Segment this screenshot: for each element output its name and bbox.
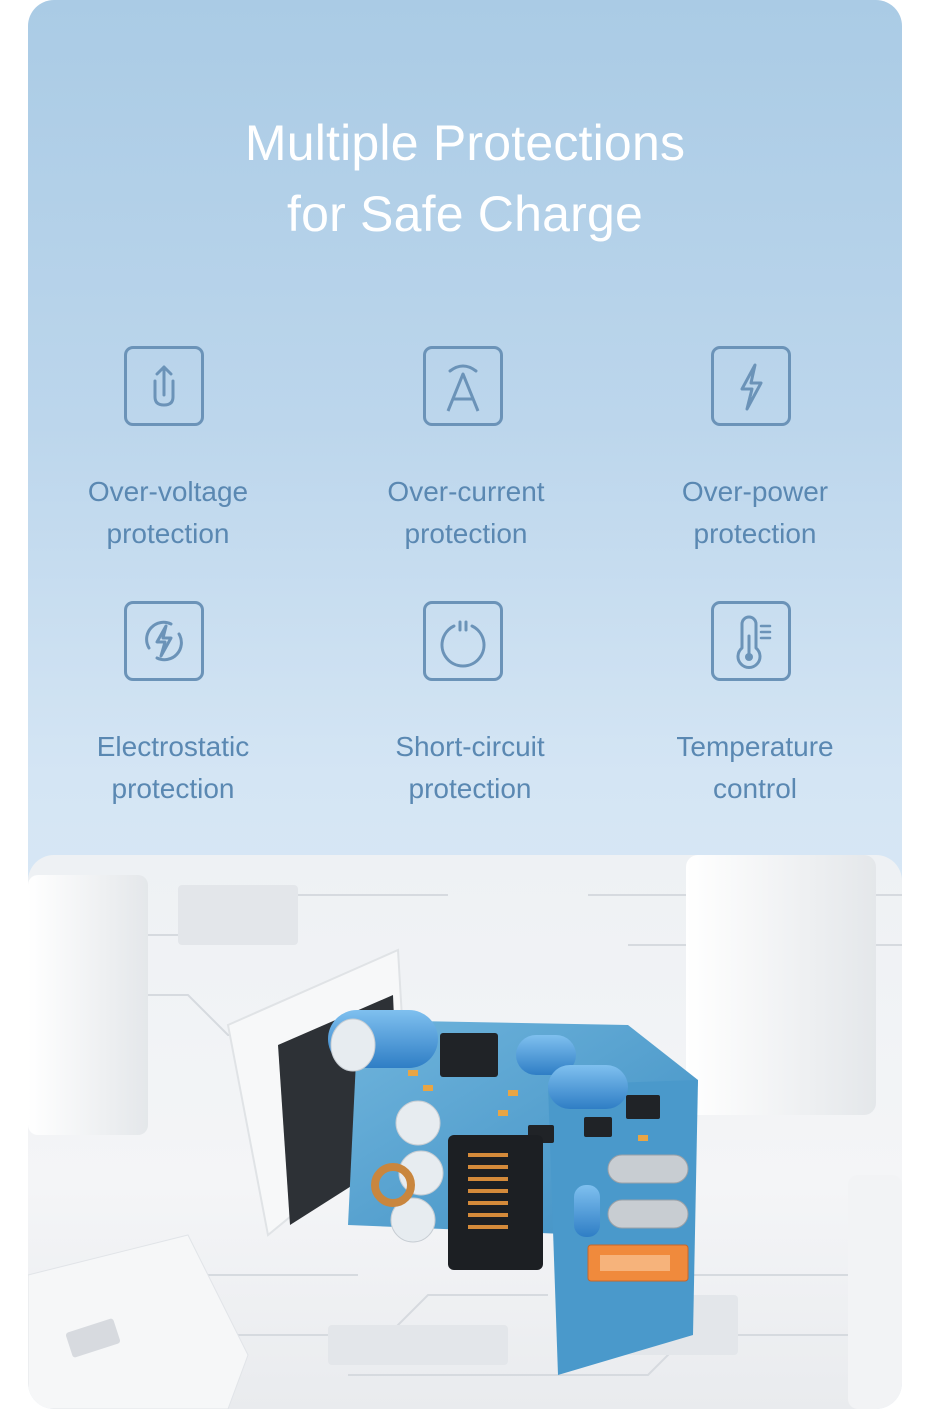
feature-line-1: Over-power (681, 476, 829, 507)
capacitors (328, 1010, 628, 1243)
feature-line-1: Temperature (676, 731, 834, 762)
feature-label-temperature: Temperature control (625, 726, 885, 810)
feature-line-2: protection (106, 518, 230, 549)
promo-card: Multiple Protections for Safe Charge Ove… (28, 0, 902, 1409)
feature-line-1: Short-circuit (395, 731, 545, 762)
charger-illustration (28, 855, 902, 1409)
feature-label-short-circuit: Short-circuit protection (340, 726, 600, 810)
feature-line-1: Electrostatic (96, 731, 250, 762)
white-block-right (686, 855, 876, 1115)
over-current-icon (423, 346, 503, 426)
feature-label-electrostatic: Electrostatic protection (43, 726, 303, 810)
controller-chip (440, 1033, 498, 1077)
feature-label-over-current: Over-current protection (336, 471, 596, 555)
title-line-1: Multiple Protections (244, 115, 686, 171)
transformer-coil (468, 1153, 508, 1229)
feature-line-2: protection (693, 518, 817, 549)
feature-label-over-voltage: Over-voltage protection (38, 471, 298, 555)
inductor-coil (371, 1163, 415, 1207)
white-block-left (28, 875, 148, 1135)
title-line-2: for Safe Charge (287, 186, 643, 242)
feature-line-1: Over-voltage (87, 476, 249, 507)
electrostatic-icon (124, 601, 204, 681)
feature-line-1: Over-current (387, 476, 545, 507)
over-voltage-icon (124, 346, 204, 426)
over-power-icon (711, 346, 791, 426)
usb-ports (587, 1154, 689, 1282)
feature-line-2: protection (111, 773, 235, 804)
feature-line-2: protection (408, 773, 532, 804)
thermometer-icon (711, 601, 791, 681)
feature-line-2: protection (404, 518, 528, 549)
charger-cutaway-image (28, 855, 902, 1409)
page-title: Multiple Protections for Safe Charge (28, 108, 902, 250)
short-circuit-icon (423, 601, 503, 681)
feature-line-2: control (712, 773, 798, 804)
feature-label-over-power: Over-power protection (625, 471, 885, 555)
